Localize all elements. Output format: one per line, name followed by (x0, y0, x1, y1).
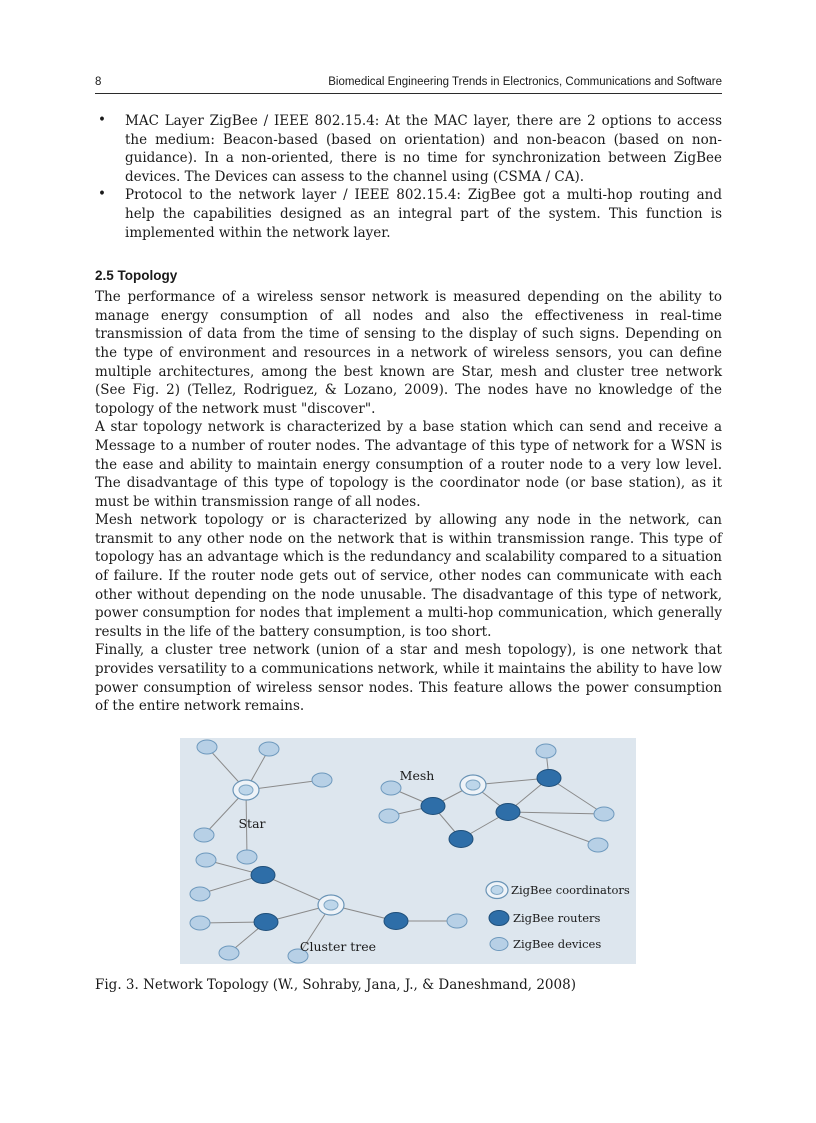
coordinator-node (232, 779, 260, 801)
router-node (420, 796, 446, 815)
router-node (536, 768, 562, 787)
legend-coordinator-icon (485, 880, 509, 899)
legend-coordinator-inner (490, 884, 504, 895)
device-node (193, 827, 215, 843)
mesh-topology: Mesh (378, 743, 615, 853)
page-number: 8 (95, 76, 102, 88)
bullet-item: • Protocol to the network layer / IEEE 8… (95, 186, 722, 242)
paragraph: Mesh network topology or is characterize… (95, 512, 722, 640)
device-node (189, 915, 211, 931)
device-node (218, 945, 240, 961)
bullet-marker: • (98, 112, 106, 128)
coordinator-node (317, 894, 345, 916)
bullet-text: Protocol to the network layer / IEEE 802… (125, 187, 722, 241)
network-topology-diagram: Star Mesh (180, 737, 636, 964)
legend-router-label: ZigBee routers (513, 911, 600, 925)
bullet-marker: • (98, 186, 106, 203)
router-node (253, 912, 279, 931)
legend-router-icon (488, 909, 510, 926)
header-rule (95, 93, 722, 94)
paragraph: The performance of a wireless sensor net… (95, 289, 722, 417)
legend: ZigBee coordinators ZigBee routers ZigBe… (485, 880, 630, 951)
star-label: Star (238, 816, 265, 831)
coordinator-node (459, 774, 487, 796)
cluster-tree-topology: Cluster tree (189, 852, 468, 964)
device-node (196, 739, 218, 755)
legend-device-label: ZigBee devices (513, 937, 601, 951)
running-title: Biomedical Engineering Trends in Electro… (328, 76, 722, 88)
router-node (250, 865, 276, 884)
figure: Star Mesh (95, 737, 722, 995)
device-node (258, 741, 280, 757)
page-header: 8 Biomedical Engineering Trends in Elect… (95, 76, 722, 88)
paragraph: A star topology network is characterized… (95, 419, 722, 510)
legend-coordinator-label: ZigBee coordinators (511, 883, 630, 897)
device-node (535, 743, 557, 759)
device-node (189, 886, 211, 902)
device-node (287, 948, 309, 964)
legend-device-icon (489, 936, 509, 951)
star-topology: Star (193, 739, 333, 865)
device-node (446, 913, 468, 929)
router-node (383, 911, 409, 930)
cluster-tree-label: Cluster tree (300, 939, 376, 954)
coordinator-node-inner (323, 899, 339, 911)
section-heading: 2.5 Topology (95, 268, 178, 284)
device-node (236, 849, 258, 865)
bullet-text: MAC Layer ZigBee / IEEE 802.15.4: At the… (125, 113, 722, 185)
device-node (195, 852, 217, 868)
bullet-item: • MAC Layer ZigBee / IEEE 802.15.4: At t… (95, 112, 722, 186)
device-node (378, 808, 400, 824)
device-node (587, 837, 609, 853)
coordinator-node-inner (238, 784, 254, 796)
device-node (380, 780, 402, 796)
router-node (495, 802, 521, 821)
coordinator-node-inner (465, 779, 481, 791)
paragraph: Finally, a cluster tree network (union o… (95, 642, 722, 715)
bullet-list: • MAC Layer ZigBee / IEEE 802.15.4: At t… (95, 112, 722, 242)
device-node (311, 772, 333, 788)
router-node (448, 829, 474, 848)
figure-caption: Fig. 3. Network Topology (W., Sohraby, J… (95, 976, 576, 993)
mesh-label: Mesh (400, 768, 435, 783)
device-node (593, 806, 615, 822)
